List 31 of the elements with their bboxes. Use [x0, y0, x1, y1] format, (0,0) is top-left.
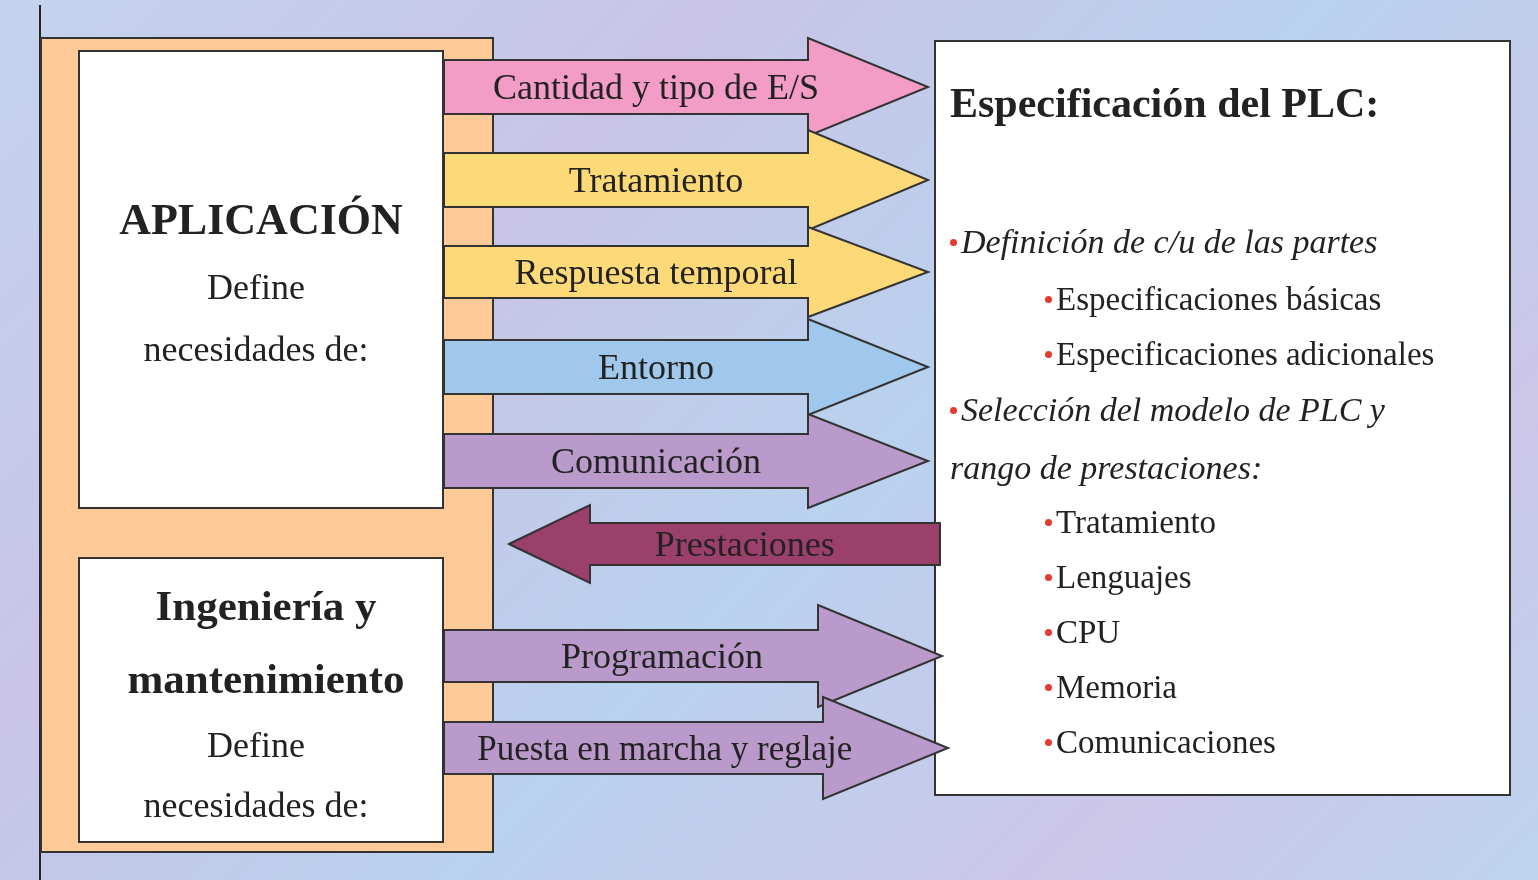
description: Define necesidades de: — [142, 266, 370, 371]
list-item: Tratamiento — [1045, 504, 1217, 542]
block-arrow — [443, 695, 951, 801]
edge-label: Tratamiento — [568, 162, 744, 198]
heading: Especificación del PLC: — [950, 78, 1380, 128]
edge-label: Respuesta temporal — [514, 254, 798, 290]
edge-label: Prestaciones — [654, 526, 835, 562]
description: Define necesidades de: — [142, 724, 370, 827]
edge-label: Comunicación — [551, 443, 761, 479]
list-item: Memoria — [1045, 669, 1177, 707]
block-arrow — [443, 412, 931, 510]
block-arrow — [443, 603, 945, 709]
list-item: Selección del modelo de PLC y rango de prestaciones: — [950, 390, 1386, 488]
list-item: CPU — [1045, 614, 1121, 652]
block-arrow — [506, 503, 941, 585]
edge-label: Entorno — [598, 349, 714, 385]
list-item: Lenguajes — [1045, 559, 1192, 597]
heading: Ingeniería y mantenimiento — [126, 581, 406, 704]
heading: APLICACIÓN — [118, 194, 404, 246]
edge-label: Puesta en marcha y reglaje — [477, 730, 853, 766]
block-arrow — [443, 225, 931, 319]
list-item: Especificaciones básicas — [1045, 281, 1382, 319]
list-item: Especificaciones adicionales — [1045, 336, 1435, 374]
edge-label: Programación — [561, 638, 763, 674]
specification-box — [934, 40, 1511, 796]
application-box — [78, 50, 444, 509]
edge-label: Cantidad y tipo de E/S — [493, 69, 819, 105]
block-arrow — [443, 317, 931, 417]
list-item: Definición de c/u de las partes — [950, 222, 1378, 262]
list-item: Comunicaciones — [1045, 724, 1276, 762]
maintenance-box — [78, 557, 444, 843]
